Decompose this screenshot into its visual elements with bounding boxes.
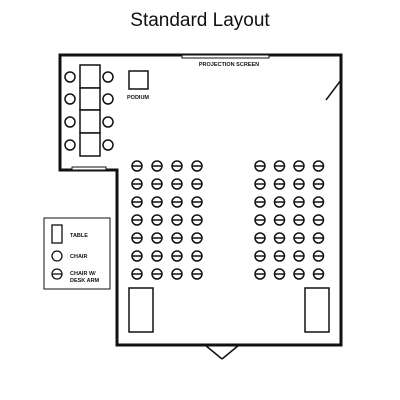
chair-with-desk-arm (151, 250, 163, 262)
chair-with-desk-arm (171, 268, 183, 280)
chair-with-desk-arm (191, 268, 203, 280)
chair-with-desk-arm (273, 250, 286, 262)
chair-with-desk-arm (171, 178, 183, 190)
chair-with-desk-arm (312, 250, 325, 262)
page-title: Standard Layout (130, 10, 270, 31)
chair-with-desk-arm (254, 250, 266, 262)
chair-with-desk-arm (131, 268, 143, 280)
chair-with-desk-arm (191, 178, 203, 190)
legend-chair-desk-arm-label-2: DESK ARM (70, 278, 100, 284)
chair-with-desk-arm (273, 232, 286, 244)
chair-with-desk-arm (151, 268, 163, 280)
chair (64, 116, 76, 128)
chair-with-desk-arm (293, 268, 305, 280)
legend-chair-label: CHAIR (70, 254, 87, 260)
chair-with-desk-arm (131, 214, 143, 226)
table (79, 64, 101, 89)
chair-with-desk-arm (293, 250, 305, 262)
table (79, 87, 101, 111)
table (79, 109, 101, 134)
legend-table-label: TABLE (70, 233, 88, 239)
chair (102, 116, 114, 128)
chair-with-desk-arm (191, 250, 203, 262)
podium (128, 70, 149, 90)
front-table-group (64, 64, 114, 157)
bottom-door-right (221, 344, 240, 360)
chair-with-desk-arm (131, 232, 143, 244)
chair-with-desk-arm (151, 160, 163, 172)
chair-with-desk-arm (293, 214, 305, 226)
chair-with-desk-arm (131, 178, 143, 190)
chair-with-desk-arm (151, 178, 163, 190)
projection-screen (181, 54, 270, 59)
chair-with-desk-arm (312, 178, 325, 190)
chair-with-desk-arm (293, 232, 305, 244)
chair-with-desk-arm (312, 160, 325, 172)
chair-with-desk-arm (254, 196, 266, 208)
chair (102, 71, 114, 83)
projection-screen-label: PROJECTION SCREEN (199, 62, 259, 68)
chair-with-desk-arm (273, 196, 286, 208)
chair-with-desk-arm (273, 268, 286, 280)
chair-with-desk-arm (312, 268, 325, 280)
legend-chair-desk-arm-label-1: CHAIR W/ (70, 271, 96, 277)
chair-with-desk-arm (293, 196, 305, 208)
legend: TABLE CHAIR CHAIR W/ DESK ARM (43, 217, 111, 290)
chair-with-desk-arm (273, 214, 286, 226)
chair-with-desk-arm (151, 214, 163, 226)
chair (64, 93, 76, 105)
chair-with-desk-arm (254, 178, 266, 190)
legend-chair-icon (51, 250, 63, 262)
chair-with-desk-arm (151, 196, 163, 208)
rear-table-left (128, 287, 154, 333)
podium-label: PODIUM (127, 95, 149, 101)
chair-with-desk-arm (254, 214, 266, 226)
chair-with-desk-arm (191, 214, 203, 226)
chair-with-desk-arm (131, 250, 143, 262)
chair-with-desk-arm (293, 178, 305, 190)
chair (64, 71, 76, 83)
chair-with-desk-arm (191, 232, 203, 244)
wall-panel (71, 166, 107, 171)
chair-with-desk-arm (273, 160, 286, 172)
chair-with-desk-arm (254, 268, 266, 280)
table (79, 132, 101, 157)
chair (102, 139, 114, 151)
chair-with-desk-arm (254, 160, 266, 172)
chair-with-desk-arm (312, 196, 325, 208)
chair-with-desk-arm (171, 196, 183, 208)
left-seating-block (131, 160, 203, 280)
chair-with-desk-arm (273, 178, 286, 190)
room-wall (58, 53, 343, 347)
chair-with-desk-arm (131, 160, 143, 172)
chair-with-desk-arm (254, 232, 266, 244)
chair-with-desk-arm (191, 160, 203, 172)
rear-table-right (304, 287, 330, 333)
chair-with-desk-arm (171, 214, 183, 226)
chair (102, 93, 114, 105)
chair-with-desk-arm (151, 232, 163, 244)
chair-with-desk-arm (293, 160, 305, 172)
chair-with-desk-arm (171, 232, 183, 244)
chair (64, 139, 76, 151)
chair-with-desk-arm (171, 160, 183, 172)
legend-table-icon (51, 224, 63, 244)
corner-door (325, 79, 342, 101)
bottom-door-left (204, 344, 223, 360)
right-seating-block (254, 160, 325, 280)
chair-with-desk-arm (131, 196, 143, 208)
chair-with-desk-arm (191, 196, 203, 208)
chair-with-desk-arm (312, 232, 325, 244)
chair-with-desk-arm (171, 250, 183, 262)
chair-with-desk-arm (312, 214, 325, 226)
